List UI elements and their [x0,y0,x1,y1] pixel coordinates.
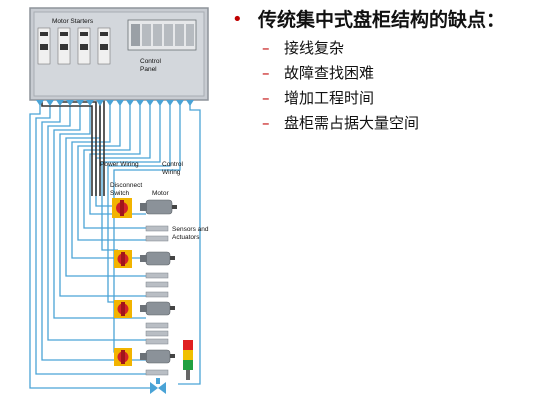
disconnect-switch-icon [114,250,132,268]
list-item-text: 盘柜需占据大量空间 [284,114,420,132]
list-item-text: 增加工程时间 [284,89,375,107]
motor-icon [140,251,175,266]
dash-icon: – [262,64,270,82]
list-item: –故障查找困难 [262,61,555,86]
slide-title-row: • 传统集中式盘柜结构的缺点： [232,8,555,32]
list-item-text: 故障查找困难 [284,64,375,82]
disconnect-switch-icon [112,198,132,218]
slide-text-panel: • 传统集中式盘柜结构的缺点： –接线复杂 –故障查找困难 –增加工程时间 –盘… [232,8,555,136]
field-wiring [29,98,201,389]
motor-icon [140,349,175,364]
list-item: –增加工程时间 [262,86,555,111]
list-item-text: 接线复杂 [284,39,345,57]
plc-rack [127,19,197,51]
list-item: –接线复杂 [262,36,555,61]
dash-icon: – [262,39,270,57]
slide-title: 传统集中式盘柜结构的缺点： [258,9,506,31]
sensor-icons [145,225,169,376]
disconnect-switch-icon [114,300,132,318]
centralized-cabinet-diagram: Motor Starters Control Panel P [29,7,210,394]
power-wiring-label: Power Wiring [100,161,139,168]
disconnect-switch-icon [114,348,132,366]
control-panel-label: Control Panel [140,58,163,73]
dash-icon: – [262,89,270,107]
dash-icon: – [262,114,270,132]
valve-icon [150,378,166,394]
bullet-icon: • [232,9,243,30]
motor-icon [140,301,175,316]
motor-icon [140,199,177,215]
motor-starters-label: Motor Starters [52,18,94,25]
drawbacks-list: –接线复杂 –故障查找困难 –增加工程时间 –盘柜需占据大量空间 [262,36,555,136]
motor-label: Motor [152,190,169,197]
disconnect-switch-label: Disconnect Switch [110,182,144,197]
wire-terminals [36,100,194,106]
list-item: –盘柜需占据大量空间 [262,111,555,136]
stack-light-icon [183,340,193,380]
sensors-actuators-label: Sensors and Actuators [172,226,210,241]
control-wiring-label: Control Wiring [162,161,185,176]
